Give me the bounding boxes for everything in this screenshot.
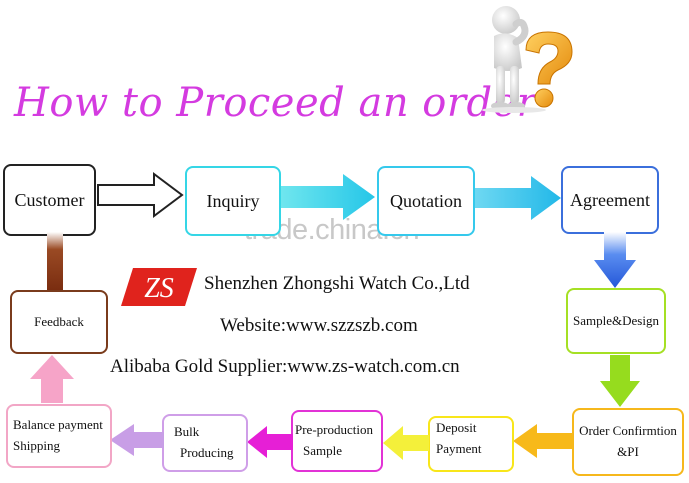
arrow-feedback-to-customer <box>47 232 63 290</box>
company-website: Website:www.szzszb.com <box>220 315 418 336</box>
step-balance-line1: Balance payment <box>13 417 103 433</box>
step-bulk-line1: Bulk <box>174 424 200 440</box>
arrow-customer-to-inquiry <box>97 172 184 218</box>
step-deposit-line2: Payment <box>436 440 482 456</box>
step-deposit-payment: Deposit Payment <box>428 416 514 472</box>
step-agreement-label: Agreement <box>570 189 650 210</box>
step-order-confirmation-line1: Order Confirmtion <box>579 423 677 439</box>
arrow-bulk-to-balance <box>110 424 164 456</box>
step-agreement: Agreement <box>561 166 659 234</box>
step-deposit-line1: Deposit <box>436 420 477 435</box>
step-feedback-label: Feedback <box>34 313 84 329</box>
company-alibaba: Alibaba Gold Supplier:www.zs-watch.com.c… <box>110 356 460 377</box>
arrow-deposit-to-preproduction <box>383 426 429 460</box>
zs-logo-icon: ZS <box>121 268 197 306</box>
step-sample-design: Sample&Design <box>566 288 666 354</box>
step-balance-shipping: Balance payment Shipping <box>6 404 112 468</box>
arrow-order-to-deposit <box>513 424 573 458</box>
step-preproduction-sample: Pre-production Sample <box>291 410 383 472</box>
step-sample-design-label: Sample&Design <box>573 312 659 328</box>
question-mark-icon <box>525 31 573 108</box>
step-order-confirmation: Order Confirmtion &PI <box>572 408 684 476</box>
zs-logo-text: ZS <box>144 273 174 304</box>
step-feedback: Feedback <box>10 290 108 354</box>
step-customer: Customer <box>3 164 96 236</box>
step-customer-label: Customer <box>14 189 85 210</box>
arrow-balance-to-feedback <box>30 355 74 403</box>
step-bulk-producing: Bulk Producing <box>162 414 248 472</box>
arrow-quotation-to-agreement <box>475 176 561 220</box>
step-preproduction-line1: Pre-production <box>295 422 373 438</box>
arrow-agreement-to-sample <box>594 232 636 288</box>
step-order-confirmation-line2: &PI <box>617 444 639 459</box>
page-title: How to Proceed an order <box>14 80 537 126</box>
step-balance-line2: Shipping <box>13 438 60 453</box>
arrow-preproduction-to-bulk <box>247 426 293 458</box>
step-preproduction-line2: Sample <box>303 443 342 458</box>
step-inquiry: Inquiry <box>185 166 281 236</box>
step-quotation: Quotation <box>377 166 475 236</box>
step-inquiry-label: Inquiry <box>206 190 260 211</box>
thinking-figure-icon <box>482 6 546 113</box>
company-name: Shenzhen Zhongshi Watch Co.,Ltd <box>204 273 470 294</box>
step-quotation-label: Quotation <box>390 190 462 211</box>
arrow-sample-to-order <box>600 355 640 407</box>
step-bulk-line2: Producing <box>180 445 234 460</box>
arrow-inquiry-to-quotation <box>281 174 375 220</box>
